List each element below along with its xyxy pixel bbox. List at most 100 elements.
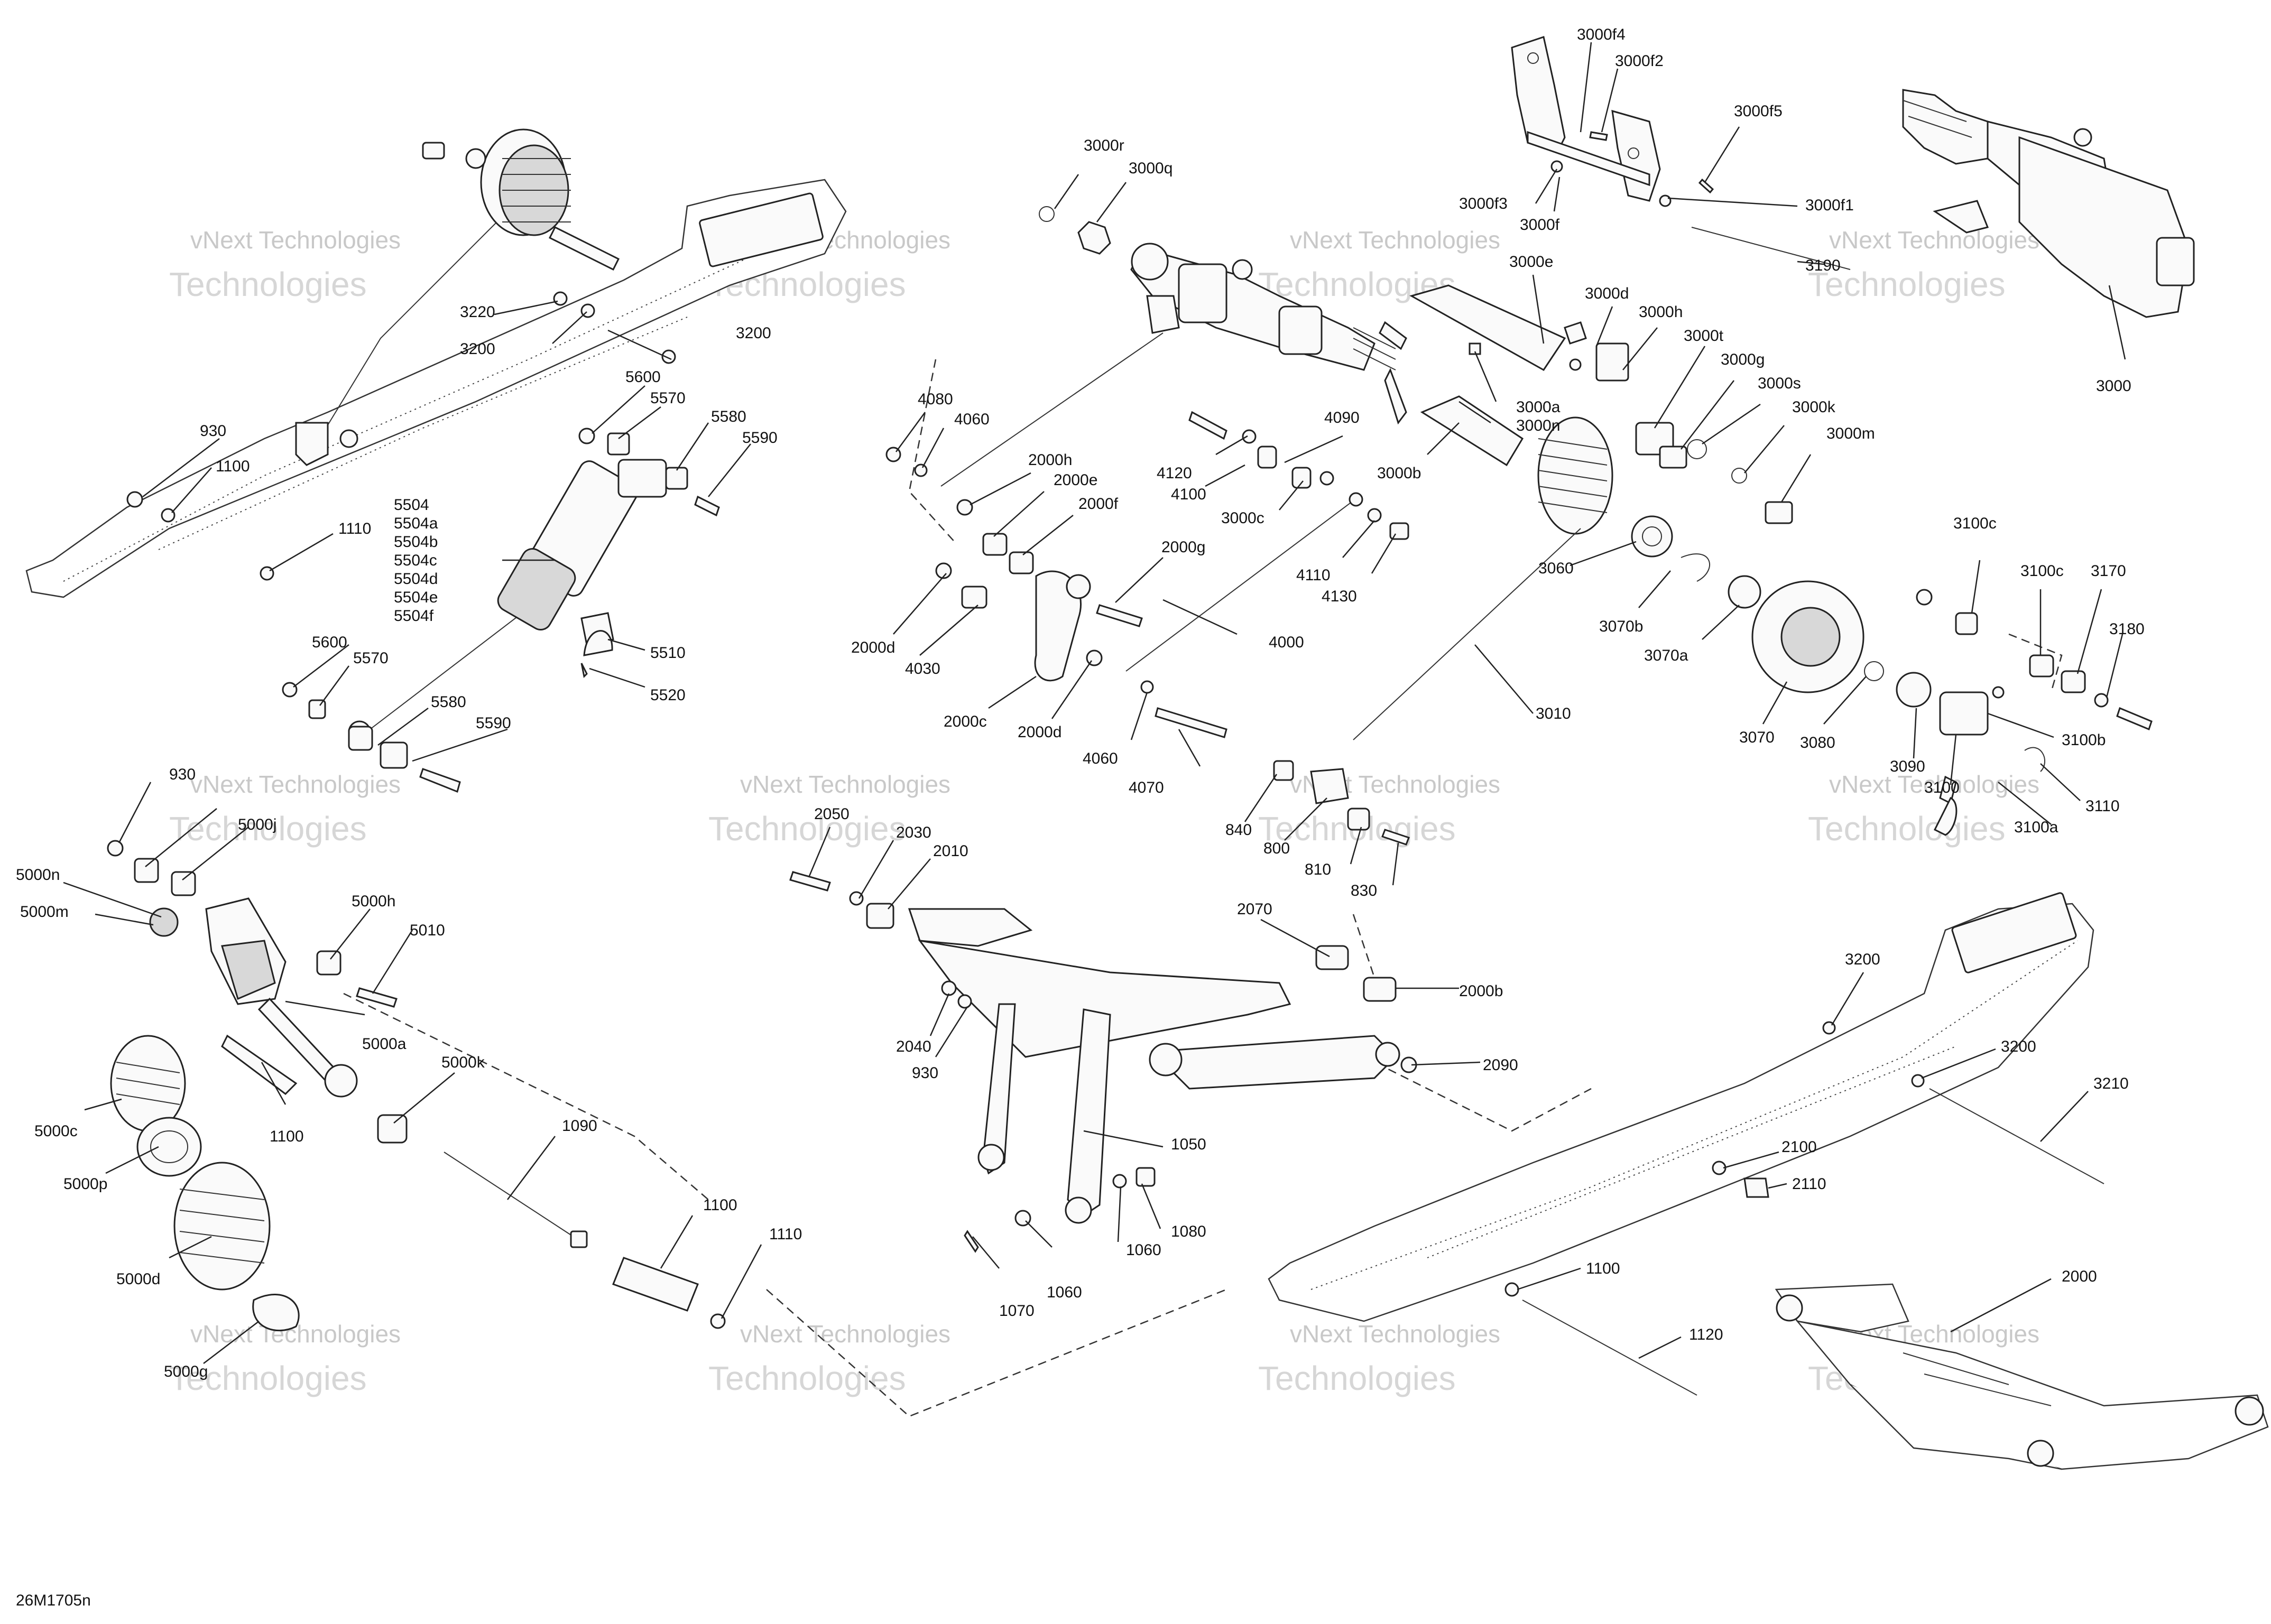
callout-2000d: 2000d [851, 639, 895, 656]
top-left-hardware [126, 291, 720, 581]
callout-3060: 3060 [1538, 560, 1574, 577]
callout-2090: 2090 [1483, 1056, 1518, 1074]
callout-4000: 4000 [1269, 634, 1304, 651]
callout-3200: 3200 [2001, 1038, 2036, 1055]
callout-4060: 4060 [954, 411, 990, 428]
callout-2000f: 2000f [1078, 495, 1119, 513]
watermark: vNext Technologies [1290, 226, 1500, 254]
bracket-3000f [1511, 36, 1851, 270]
callout-5580: 5580 [431, 693, 466, 711]
callout-810: 810 [1305, 861, 1331, 878]
shaft-parts-3000 [1409, 284, 1793, 524]
callout-3200: 3200 [736, 324, 771, 342]
callout-5590: 5590 [476, 714, 511, 732]
callout-3190: 3190 [1805, 257, 1841, 274]
watermark: vNext Technologies [1290, 1320, 1500, 1348]
shock-lower-hardware [282, 630, 613, 793]
callout-800: 800 [1263, 840, 1290, 857]
callout-3090: 3090 [1890, 758, 1925, 775]
callout-5520: 5520 [650, 686, 686, 704]
callout-5580: 5580 [711, 408, 746, 425]
callout-3000t: 3000t [1684, 327, 1724, 345]
callout-3000f1: 3000f1 [1805, 197, 1854, 214]
callout-2000g: 2000g [1161, 539, 1205, 556]
callout-5504: 5504 [394, 496, 429, 514]
callout-5600: 5600 [312, 634, 347, 651]
callout-1110: 1110 [338, 520, 371, 537]
callout-labels: 3220 3200 3200 930 1100 1110 5600 5570 5… [16, 26, 2145, 1380]
callout-5000n: 5000n [16, 866, 60, 884]
callout-3000s: 3000s [1758, 375, 1801, 392]
callout-4120: 4120 [1157, 465, 1192, 482]
callout-3100: 3100 [1924, 779, 1960, 796]
callout-3210: 3210 [2093, 1075, 2129, 1092]
callout-2040: 2040 [896, 1038, 931, 1055]
callout-4090: 4090 [1324, 409, 1360, 426]
callout-1100: 1100 [270, 1128, 304, 1145]
callout-3000f3: 3000f3 [1459, 195, 1508, 212]
callout-3070a: 3070a [1644, 647, 1688, 664]
callout-1080: 1080 [1171, 1223, 1206, 1240]
callout-5504e: 5504e [394, 589, 438, 606]
callout-1090: 1090 [562, 1117, 597, 1135]
callout-1100: 1100 [1586, 1260, 1620, 1277]
watermark: Technologies [169, 265, 367, 303]
a-arm-2000-view [1775, 1283, 2269, 1470]
center-shaft-assembly [1039, 206, 1407, 425]
callout-1120: 1120 [1689, 1326, 1723, 1343]
watermark: vNext Technologies [1829, 226, 2039, 254]
callout-3100a: 3100a [2014, 819, 2058, 836]
callout-3170: 3170 [2091, 562, 2126, 580]
callout-4080: 4080 [918, 391, 953, 408]
callout-4060: 4060 [1083, 750, 1118, 767]
callout-3180: 3180 [2109, 620, 2145, 638]
callout-3100c: 3100c [2020, 562, 2064, 580]
a-arm-2000 [789, 871, 1417, 1253]
leader-lines [63, 42, 2126, 1364]
callout-2000b: 2000b [1459, 982, 1503, 1000]
callout-3200: 3200 [460, 340, 495, 358]
watermark: Technologies [1808, 810, 2006, 848]
callout-5590: 5590 [742, 429, 778, 447]
callout-1060: 1060 [1126, 1241, 1161, 1259]
callout-830: 830 [1351, 882, 1377, 899]
callout-5000h: 5000h [352, 893, 395, 910]
callout-930: 930 [169, 766, 196, 783]
top-left-spring-assembly [295, 128, 620, 466]
callout-5510: 5510 [650, 644, 686, 662]
watermark: Technologies [708, 1359, 906, 1397]
right-rail-bottom [1268, 892, 2094, 1322]
callout-5504d: 5504d [394, 570, 438, 588]
callout-5600: 5600 [625, 368, 661, 386]
housing-3000 [1902, 89, 2195, 318]
callout-3070: 3070 [1739, 729, 1775, 746]
callout-4130: 4130 [1322, 588, 1357, 605]
callout-2110: 2110 [1792, 1175, 1826, 1193]
callout-3100c: 3100c [1953, 515, 1997, 532]
assembly-dashed-lines [343, 359, 2063, 1417]
callout-3200: 3200 [1845, 951, 1880, 968]
callout-3220: 3220 [460, 303, 495, 321]
callout-5000j: 5000j [238, 816, 276, 833]
callout-930: 930 [912, 1064, 938, 1082]
watermark: vNext Technologies [740, 771, 950, 798]
callout-5504a: 5504a [394, 515, 438, 532]
callout-5000a: 5000a [362, 1035, 407, 1053]
callout-2070: 2070 [1237, 901, 1272, 918]
callout-3000f4: 3000f4 [1577, 26, 1626, 43]
watermark: Technologies [1808, 265, 2006, 303]
callout-3100b: 3100b [2062, 731, 2106, 749]
callout-2030: 2030 [896, 824, 931, 841]
callout-3000k: 3000k [1792, 398, 1836, 416]
wheel-assembly-3070 [1631, 515, 2153, 836]
callout-3000f: 3000f [1520, 216, 1560, 234]
callout-2010: 2010 [933, 842, 968, 860]
callout-1050: 1050 [1171, 1136, 1206, 1153]
slide-parts-800 [1273, 760, 1410, 846]
callout-3000r: 3000r [1084, 137, 1124, 154]
callout-2000h: 2000h [1028, 451, 1072, 469]
watermark: vNext Technologies [1829, 771, 2039, 798]
watermark: Technologies [169, 810, 367, 848]
callout-4030: 4030 [905, 660, 940, 678]
callout-5000c: 5000c [34, 1122, 78, 1140]
